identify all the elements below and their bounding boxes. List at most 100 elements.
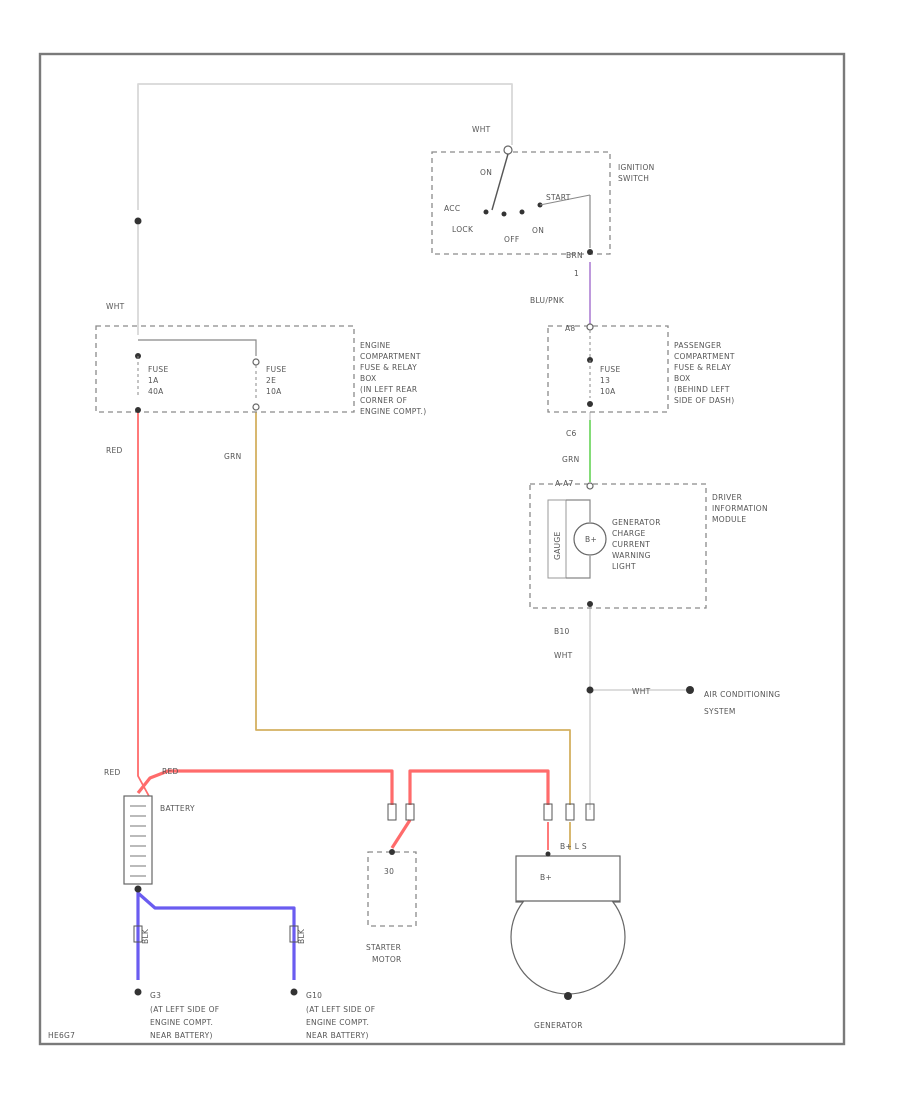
- driver-module-pin-bottom-label: B10: [554, 627, 570, 636]
- ignition-pos-on2-label: ON: [532, 226, 544, 235]
- ac-arrow-dot: [686, 686, 694, 694]
- passenger-fusebox-label-4: (BEHIND LEFT: [674, 385, 730, 394]
- lamp-leads: [566, 499, 591, 579]
- passenger-fusebox-label-0: PASSENGER: [674, 341, 722, 350]
- ignition-label-line2: SWITCH: [618, 174, 649, 183]
- generator-terminal-label: B+: [540, 873, 552, 882]
- fuse2e-line2: 2E: [266, 376, 276, 385]
- warning-lamp-icon: [573, 522, 607, 556]
- ground-g3-line1: ENGINE COMPT.: [150, 1018, 213, 1027]
- fuse2e-line1: FUSE: [266, 365, 287, 374]
- fuse1a-bottom: [135, 407, 141, 413]
- generator-pins-label: B+ L S: [560, 842, 587, 851]
- warning-lamp-symbol: B+: [585, 535, 597, 544]
- passenger-wire-in-label: BLU/PNK: [530, 296, 565, 305]
- ground-g10-id: G10: [306, 991, 322, 1000]
- gauge-block: [547, 499, 567, 579]
- passenger-fusebox-label-3: BOX: [674, 374, 690, 383]
- ignition-pos-off-label: OFF: [504, 235, 519, 244]
- engine-fusebox-top-wire-label: WHT: [106, 302, 125, 311]
- fuse13-bottom: [587, 401, 593, 407]
- ground-g10-line2: NEAR BATTERY): [306, 1031, 369, 1040]
- passenger-pin-in-label: A8: [565, 324, 576, 333]
- ignition-label-line1: IGNITION: [618, 163, 655, 172]
- lamp-label-0: GENERATOR: [612, 518, 661, 527]
- driver-module-pin-bottom: [587, 601, 593, 607]
- ground-g10-wire-label: BLK: [297, 928, 306, 944]
- ignition-pin-top: [503, 145, 513, 155]
- starter-label-line2: MOTOR: [372, 955, 402, 964]
- passenger-fuse-relay-box: [547, 325, 669, 413]
- starter-label-line1: STARTER: [366, 943, 401, 952]
- splice-ac: [586, 686, 594, 694]
- starter-terminal-label: 30: [384, 867, 394, 876]
- driver-module-pin-in-label: A-A7: [555, 479, 574, 488]
- wire-grn-tan-label: GRN: [224, 452, 242, 461]
- diagram-frame: [38, 52, 846, 1046]
- driver-information-module-box: [529, 483, 707, 609]
- starter-motor-box: [367, 851, 417, 927]
- driver-module-wire-in-label: GRN: [562, 455, 580, 464]
- engine-fusebox-label-4: (IN LEFT REAR: [360, 385, 417, 394]
- ac-label-line2: SYSTEM: [704, 707, 736, 716]
- splice-top: [134, 217, 142, 225]
- ignition-switch-box: [431, 151, 611, 255]
- fuse1a-line2: 1A: [148, 376, 159, 385]
- ignition-pin-top-label: WHT: [472, 125, 491, 134]
- fuse13-line1: FUSE: [600, 365, 621, 374]
- ground-g10: [290, 988, 298, 996]
- ground-g3-line2: NEAR BATTERY): [150, 1031, 213, 1040]
- ignition-start-link: [539, 194, 591, 206]
- ignition-pos-start-label: START: [546, 193, 571, 202]
- generator-bplus-pin: [545, 851, 551, 857]
- passenger-fusebox-label-1: COMPARTMENT: [674, 352, 735, 361]
- ignition-pos-on-label: ON: [480, 168, 492, 177]
- lamp-label-3: WARNING: [612, 551, 651, 560]
- wire-grn-tan: [255, 412, 571, 805]
- gauge-side-label: GAUGE: [553, 532, 562, 560]
- ignition-contact-bottom: [587, 249, 593, 255]
- ac-label-line1: AIR CONDITIONING: [704, 690, 780, 699]
- driver-module-pin-in: [586, 482, 594, 490]
- ignition-pos-acc-label: ACC: [444, 204, 460, 213]
- fuse2e-top: [252, 358, 260, 366]
- ground-g3-line0: (AT LEFT SIDE OF: [150, 1005, 219, 1014]
- engine-fusebox-label-3: BOX: [360, 374, 376, 383]
- wire-red-left: [137, 410, 151, 799]
- ignition-pos-lock-label: LOCK: [452, 225, 474, 234]
- ac-wire-label: WHT: [632, 687, 651, 696]
- fuse1a-line3: 40A: [148, 387, 164, 396]
- battery-red-left-label: RED: [104, 768, 121, 777]
- battery-label: BATTERY: [160, 804, 195, 813]
- ignition-contact-acc: [483, 209, 489, 215]
- driver-module-label-0: DRIVER: [712, 493, 742, 502]
- ground-g3-wire-label: BLK: [141, 928, 150, 944]
- engine-fusebox-label-5: CORNER OF: [360, 396, 407, 405]
- connector-marks: [133, 803, 595, 943]
- generator-label: GENERATOR: [534, 1021, 583, 1030]
- wire-red-battery-starter: [136, 769, 394, 805]
- generator-connector-fill: [517, 857, 619, 901]
- lamp-label-1: CHARGE: [612, 529, 646, 538]
- diagram-code: HE6G7: [48, 1031, 75, 1040]
- driver-module-label-1: INFORMATION: [712, 504, 768, 513]
- passenger-fusebox-label-2: FUSE & RELAY: [674, 363, 731, 372]
- ignition-switch-blade: [491, 153, 509, 211]
- battery-neg-terminal: [134, 885, 142, 893]
- engine-fusebox-label-0: ENGINE: [360, 341, 391, 350]
- ground-g10-line0: (AT LEFT SIDE OF: [306, 1005, 375, 1014]
- engine-fusebox-label-6: ENGINE COMPT.): [360, 407, 426, 416]
- passenger-fusebox-label-5: SIDE OF DASH): [674, 396, 734, 405]
- lamp-label-4: LIGHT: [612, 562, 636, 571]
- starter-terminal: [389, 849, 395, 855]
- fuse2e-line3: 10A: [266, 387, 282, 396]
- wire-blk-ground: [136, 888, 296, 980]
- ignition-contact-off: [501, 211, 507, 217]
- battery-icon: [123, 795, 153, 885]
- engine-fusebox-label-1: COMPARTMENT: [360, 352, 421, 361]
- wire-red-left-label: RED: [106, 446, 123, 455]
- lamp-label-2: CURRENT: [612, 540, 650, 549]
- battery-red-right-label: RED: [162, 767, 179, 776]
- ignition-pin-bottom-label: BRN: [566, 251, 583, 260]
- driver-module-label-2: MODULE: [712, 515, 746, 524]
